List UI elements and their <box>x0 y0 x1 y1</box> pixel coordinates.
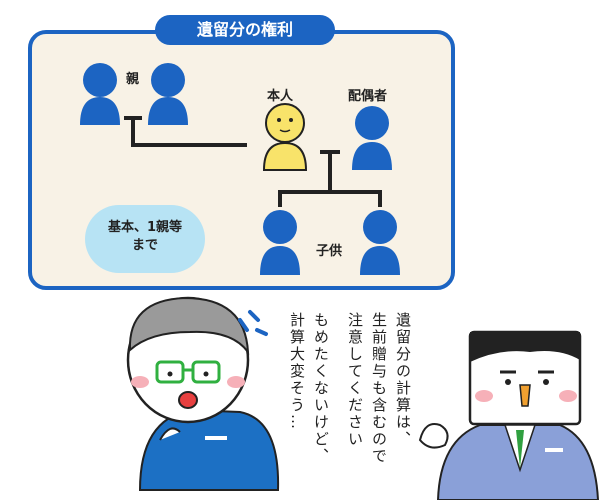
self-figure <box>262 103 308 171</box>
label-parent: 親 <box>126 72 140 87</box>
worried-man-figure <box>126 296 280 491</box>
parent-connector-line <box>131 116 247 147</box>
sweat-mark-icon <box>238 310 268 336</box>
scope-bubble: 基本、1親等 まで <box>85 205 205 273</box>
diagram-title: 遺留分の権利 <box>155 15 335 45</box>
spouse-figure <box>352 106 392 170</box>
parent-1-figure <box>80 63 120 125</box>
worried-speech-line-1: もめたくないけど、 <box>312 312 330 465</box>
child-2-figure <box>360 210 400 275</box>
label-self: 本人 <box>267 89 294 104</box>
parent-2-figure <box>148 63 188 125</box>
advisor-speech-line-1: 遺留分の計算は、 <box>394 312 412 448</box>
child-1-figure <box>260 210 300 275</box>
advisor-man-figure <box>418 330 600 500</box>
bubble-line-1: 基本、1親等 <box>107 220 183 235</box>
worried-speech-line-2: 計算大変そう… <box>288 312 306 431</box>
label-children: 子供 <box>316 244 343 259</box>
label-spouse: 配偶者 <box>348 89 388 104</box>
children-connector-line <box>278 190 382 207</box>
bubble-line-2: まで <box>131 238 158 253</box>
advisor-speech-line-3: 注意してください <box>346 312 364 448</box>
advisor-speech-line-2: 生前贈与も含むので <box>370 312 388 465</box>
